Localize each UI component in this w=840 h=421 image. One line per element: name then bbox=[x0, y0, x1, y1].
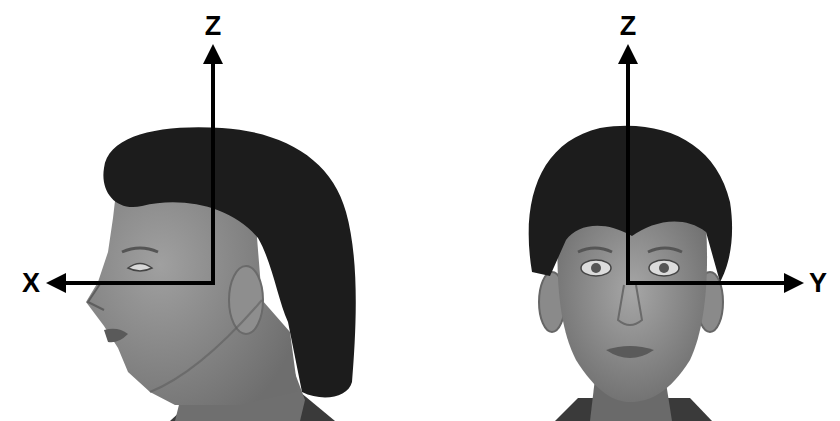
eye bbox=[128, 264, 152, 272]
axis-label: Z bbox=[205, 13, 222, 40]
right-eye bbox=[649, 260, 679, 276]
hair bbox=[529, 126, 732, 282]
left-eye bbox=[581, 260, 611, 276]
left-brow bbox=[578, 248, 612, 252]
nose bbox=[618, 285, 642, 325]
y-axis-arrow bbox=[626, 281, 800, 285]
z-axis-arrow bbox=[626, 48, 630, 283]
front-view-head bbox=[529, 126, 732, 421]
hair bbox=[103, 127, 355, 397]
nose bbox=[88, 284, 104, 310]
x-axis-arrow bbox=[50, 281, 215, 285]
right-brow bbox=[648, 248, 682, 252]
z-axis-arrow bbox=[211, 48, 215, 283]
axis-label: X bbox=[22, 270, 40, 297]
axis-label: Z bbox=[620, 13, 637, 40]
ear bbox=[229, 266, 263, 334]
jaw-shadow bbox=[150, 300, 262, 392]
side-view-head bbox=[86, 127, 356, 421]
axes bbox=[50, 48, 800, 283]
lips bbox=[606, 346, 654, 358]
brow bbox=[122, 248, 158, 252]
axis-label: Y bbox=[809, 270, 827, 297]
right-iris bbox=[659, 263, 669, 273]
lips bbox=[104, 329, 128, 343]
left-iris bbox=[591, 263, 601, 273]
